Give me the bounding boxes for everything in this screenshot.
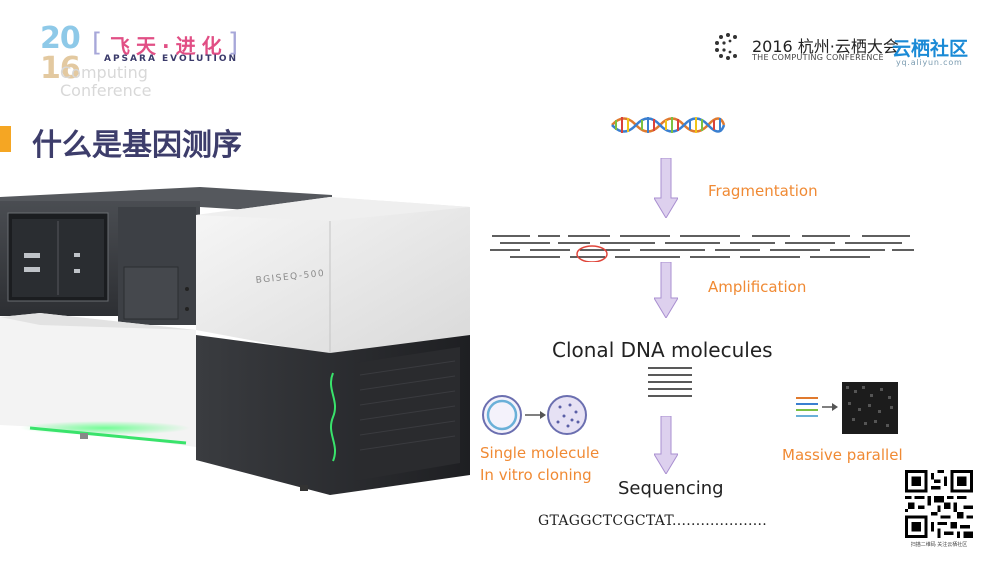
conference-subtitle: THE COMPUTING CONFERENCE <box>752 53 884 62</box>
sequence-output: GTAGGCTCGCTAT.................... <box>538 513 767 529</box>
qr-caption: 扫描二维码 关注云栖社区 <box>910 542 968 548</box>
logo-bracket-left: [ <box>92 28 103 58</box>
conference-logo-icon <box>715 33 737 60</box>
conference-title: 2016 杭州·云栖大会 <box>752 37 899 56</box>
clonal-lines-graphic <box>648 367 692 397</box>
massive-parallel-label: Massive parallel <box>782 446 903 464</box>
dna-helix-icon <box>611 117 726 133</box>
arrow-down-icon <box>654 416 678 474</box>
page-title: 什么是基因测序 <box>32 128 242 163</box>
logo-subtitle: Computing Conference <box>60 64 151 100</box>
fragmentation-label: Fragmentation <box>708 182 818 200</box>
dna-fragments-graphic <box>490 235 914 262</box>
arrow-down-icon <box>654 158 678 218</box>
logo-year-top: 20 <box>40 21 81 56</box>
sequencing-label: Sequencing <box>618 478 724 499</box>
amplification-label: Amplification <box>708 278 807 296</box>
heading-accent-bar <box>0 126 11 152</box>
logo-apsara: APSARA EVOLUTION <box>104 54 239 64</box>
single-molecule-line1: Single molecule <box>480 444 600 462</box>
massive-parallel-icon <box>796 382 898 434</box>
community-name: 云栖社区 <box>892 38 969 60</box>
logo-year: 20 16 <box>40 24 100 84</box>
arrow-down-icon <box>654 262 678 318</box>
single-molecule-label: Single molecule In vitro cloning <box>480 442 599 486</box>
sequencer-machine-image: BGISEQ-500 <box>0 187 470 495</box>
logo-bracket-right: ] <box>228 28 239 58</box>
clonal-label: Clonal DNA molecules <box>552 338 773 362</box>
logo-sub-line2: Conference <box>60 81 152 100</box>
logo-sub-line1: Computing <box>60 63 148 82</box>
qr-code-image <box>905 470 973 538</box>
logo-cn-title: 飞天·进化 <box>110 34 228 58</box>
logo-year-bottom: 16 <box>40 51 81 86</box>
single-molecule-line2: In vitro cloning <box>480 466 592 484</box>
community-url: yq.aliyun.com <box>896 58 963 67</box>
single-molecule-icon <box>482 395 587 435</box>
